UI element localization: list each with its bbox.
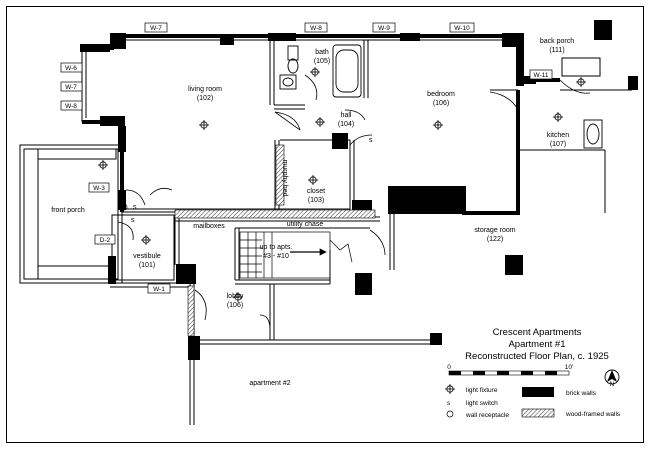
legend-wood-framed-walls: wood-framed walls	[565, 411, 621, 418]
room-kitchen-name: kitchen	[547, 132, 569, 139]
legend-receptacle-icon	[446, 410, 454, 418]
window-tag-w7-top: W-7	[150, 25, 162, 32]
title-line3: Reconstructed Floor Plan, c. 1925	[465, 351, 609, 362]
mailboxes-label: mailboxes	[193, 223, 225, 230]
wood-framed-walls	[174, 144, 376, 337]
light-switch-mark: s	[369, 137, 373, 144]
title-line2: Apartment #1	[508, 339, 565, 350]
door-swings	[117, 74, 591, 331]
room-bath-number: (105)	[314, 58, 330, 65]
page-border	[6, 6, 644, 443]
window-tag-w11: W-11	[534, 72, 549, 79]
legend-light-switch: light switch	[466, 400, 498, 407]
north-label: N	[610, 381, 615, 388]
room-back-porch-number: (111)	[549, 47, 564, 54]
window-tag-w3: W-3	[93, 185, 105, 192]
room-storage-number: (122)	[487, 236, 503, 243]
window-tag-w10: W-10	[454, 25, 470, 32]
legend-wall-receptacle: wall receptacle	[465, 412, 509, 419]
room-bath-name: bath	[315, 49, 329, 56]
apartment-2-label: apartment #2	[249, 380, 290, 387]
room-bedroom-number: (106)	[433, 100, 449, 107]
legend-wood-swatch	[521, 408, 555, 418]
legend-light-switch-icon: s	[447, 400, 451, 407]
legend-light-fixture: light fixture	[466, 387, 498, 394]
room-vestibule-number: (101)	[139, 262, 155, 269]
room-living-room-name: living room	[188, 86, 222, 93]
scale-start-label: 0	[447, 364, 451, 371]
legend-light-fixture-icon	[445, 384, 455, 394]
utility-chase-label: utility chase	[287, 221, 324, 228]
legend-brick-walls: brick walls	[566, 390, 597, 397]
room-hall-number: (104)	[338, 121, 354, 128]
window-tag-w6: W-6	[65, 65, 77, 72]
room-bedroom-name: bedroom	[427, 91, 455, 98]
staircase	[239, 231, 353, 279]
legend-brick-swatch	[522, 387, 554, 397]
title-line1: Crescent Apartments	[493, 327, 582, 338]
window-tag-w8-side: W-8	[65, 103, 77, 110]
bath-fixtures	[279, 44, 603, 149]
exterior-walls	[82, 34, 634, 215]
north-arrow-icon	[604, 369, 620, 385]
room-living-room-number: (102)	[197, 95, 213, 102]
room-closet-number: (103)	[308, 197, 324, 204]
window-tag-w9: W-9	[378, 25, 390, 32]
wall-lines	[19, 39, 632, 425]
window-tag-w1: W-1	[153, 286, 165, 293]
window-tag-w8-top: W-8	[310, 25, 322, 32]
room-back-porch-name: back porch	[540, 38, 574, 45]
scale-bar	[448, 370, 570, 376]
murphy-bed-label: murphy bed	[281, 160, 288, 197]
room-front-porch-name: front porch	[51, 207, 85, 214]
room-lobby-number: (106)	[227, 302, 243, 309]
room-kitchen-number: (107)	[550, 141, 566, 148]
brick-walls	[80, 20, 638, 360]
stairs-label-line1: up to apts.	[260, 244, 293, 251]
light-switch-mark: s	[131, 217, 135, 224]
room-storage-name: storage room	[474, 227, 515, 234]
light-switch-mark: s	[133, 204, 137, 211]
room-lobby-name: lobby	[227, 293, 244, 300]
wall-receptacle	[120, 203, 128, 211]
window-tag-w7-side: W-7	[65, 84, 77, 91]
room-vestibule-name: vestibule	[133, 253, 161, 260]
door-tag-d2: D-2	[100, 237, 111, 244]
scale-end-label: 10'	[565, 364, 573, 371]
room-closet-name: closet	[307, 188, 325, 195]
stairs-label-line2: #3 - #10	[263, 253, 289, 260]
window-tag-boxes	[60, 22, 553, 294]
room-hall-name: hall	[341, 112, 352, 119]
